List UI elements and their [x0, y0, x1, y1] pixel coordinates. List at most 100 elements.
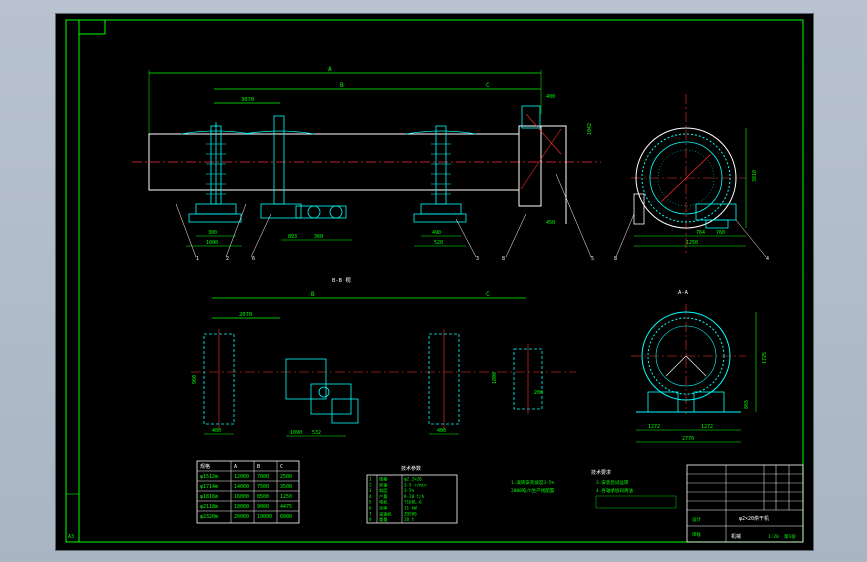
plan-dim-B: B [311, 291, 315, 298]
dim-A: A [328, 66, 332, 73]
plan-dim-400a: 400 [212, 428, 221, 434]
dim-C: C [486, 82, 490, 89]
tech-cell: 重量 [379, 516, 387, 523]
tech-cell: 28 t [404, 517, 415, 522]
tech-cell: 1 [369, 477, 372, 482]
plan-dim-1800: 1800 [492, 372, 498, 384]
tech-cell: 3-5% [404, 488, 415, 493]
tech-cell: 11 kW [404, 506, 417, 511]
end-dim-1272a: 1272 [648, 424, 660, 430]
tech-cell: ZQ500 [404, 511, 417, 516]
spec-cell: φ1816m [200, 494, 218, 500]
spec-cell: 18000 [234, 504, 249, 510]
margin-stamp: A3 [68, 534, 74, 540]
notes-title: 技术要求 [591, 469, 611, 476]
end-dim-1725: 1725 [762, 352, 768, 364]
cad-viewport[interactable]: A B C 3070 [55, 13, 814, 551]
plan-view: B₋B 视 B C 2070 400 400 1090 532 20 [191, 276, 576, 437]
note-line-2: 2000吨/h生产线配置 [511, 487, 555, 494]
title-sheet: 第1张 [784, 533, 796, 540]
spec-cell: 9000 [257, 504, 269, 510]
technical-notes: 技术要求 1.滚筒安装坡度3-5% 2000吨/h生产线配置 3.安装后试运转 … [511, 469, 677, 509]
drawing-inner-frame [78, 19, 804, 543]
tech-cell: 产量 [379, 493, 387, 500]
drawing-frame [65, 19, 804, 543]
dim-300: 300 [208, 230, 217, 236]
tech-cell: 8-20 t/h [404, 494, 425, 499]
end-view-section: A-A 1272 1272 2770 1725 865 [631, 290, 768, 443]
dim-893: 893 [288, 234, 297, 240]
dim-1250: 1250 [686, 240, 698, 246]
tech-cell: 转速 [379, 481, 388, 488]
note-line-4: 4.各轴承加润滑油 [596, 487, 633, 494]
drawing-code-box [78, 19, 106, 35]
end-dim-2770: 2770 [682, 436, 694, 442]
cad-drawing-canvas[interactable]: A B C 3070 [56, 14, 813, 550]
spec-cell: 8500 [257, 494, 269, 500]
plan-dim-200: 200 [534, 390, 543, 396]
dim-400-top: 400 [546, 94, 555, 100]
dim-764: 764 [696, 230, 705, 236]
elevation-view: A B C 3070 [132, 66, 601, 262]
tech-cell: 4 [369, 494, 372, 499]
spec-cell: φ1714m [200, 484, 218, 490]
tech-cell: 3 [369, 488, 372, 493]
note-line-3: 3.安装后试运转 [596, 479, 629, 486]
end-view-top: 764 760 1250 3810 8 4 [614, 94, 769, 262]
spec-cell: 3500 [280, 484, 292, 490]
spec-cell: 2500 [280, 474, 292, 480]
spec-cell: 16000 [234, 494, 249, 500]
section-title-end: A-A [678, 290, 689, 296]
title-design-label: 设计 [692, 516, 701, 523]
tech-table-title: 技术参数 [401, 465, 421, 472]
title-company: 机械 [731, 533, 741, 540]
plan-dim-960: 960 [192, 375, 198, 384]
tech-cell: 规格 [379, 476, 388, 483]
dim-1000: 1000 [206, 240, 218, 246]
dim-3810: 3810 [752, 170, 758, 182]
plan-dim-532: 532 [312, 430, 321, 436]
dim-360: 360 [314, 234, 323, 240]
spec-cell: 12000 [234, 474, 249, 480]
balloon-2: 2 [226, 256, 229, 262]
dim-1042: 1042 [587, 123, 593, 135]
spec-cell: φ2320m [200, 514, 218, 520]
tech-cell: 2 [369, 482, 372, 487]
tech-cell: 斜度 [379, 487, 388, 494]
spec-cell: φ2118m [200, 504, 218, 510]
balloon-1: 1 [196, 256, 199, 262]
end-dim-865: 865 [744, 400, 750, 409]
tech-cell: 5 [369, 500, 372, 505]
spec-cell: 7500 [257, 484, 269, 490]
balloon-4: 4 [766, 256, 769, 262]
end-dim-1272b: 1272 [701, 424, 713, 430]
dim-3070: 3070 [241, 97, 254, 103]
section-title-plan: B₋B 视 [332, 276, 351, 284]
title-scale: 1:20 [768, 534, 779, 540]
title-check-label: 审核 [692, 531, 701, 538]
spec-header-cell: A [234, 464, 237, 470]
spec-cell: 14000 [234, 484, 249, 490]
tech-cell: 3-5 r/min [404, 482, 427, 487]
note-line-1: 1.滚筒安装坡度3-5% [511, 479, 555, 486]
tech-cell: 电机 [379, 499, 388, 506]
tech-cell: 减速机 [379, 510, 392, 517]
spec-header-cell: 规格 [200, 463, 210, 470]
spec-cell: 7000 [257, 474, 269, 480]
dim-B: B [340, 82, 344, 89]
balloon-6: 6 [252, 256, 255, 262]
spec-header-cell: B [257, 464, 260, 470]
spec-cell: 4475 [280, 504, 292, 510]
spec-cell: φ1512m [200, 474, 218, 480]
margin-stamp-box [65, 493, 80, 543]
plan-dim-2070: 2070 [239, 312, 252, 318]
balloon-8b: 8 [614, 256, 617, 262]
title-drawing-name: φ2×20烘干机 [739, 515, 769, 522]
tech-cell: 8 [369, 517, 372, 522]
plan-dim-C: C [486, 291, 490, 298]
dim-490: 490 [432, 230, 441, 236]
balloon-8: 8 [502, 256, 505, 262]
title-block: φ2×20烘干机 机械 设计 审核 1:20 第1张 [686, 464, 804, 543]
tech-cell: 7 [369, 511, 372, 516]
